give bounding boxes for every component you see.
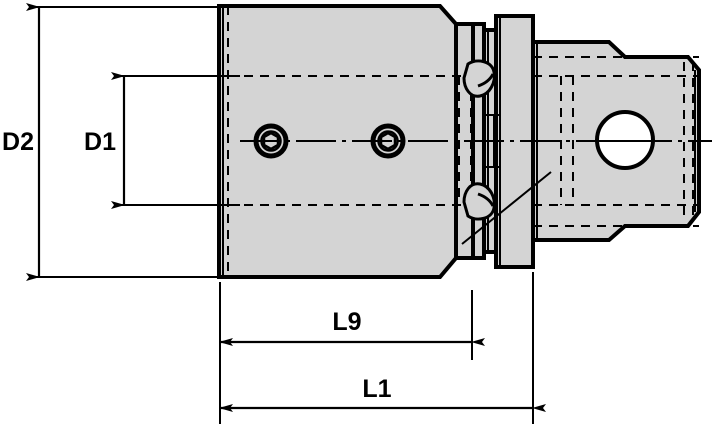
flange-disc-outline — [494, 14, 535, 269]
screw-hex-socket-right — [379, 131, 397, 151]
screw-inner-ring-right — [377, 130, 399, 152]
main-body-fill — [219, 6, 456, 277]
dimension-label-l9: L9 — [332, 308, 361, 336]
dimension-label-d2: D2 — [2, 128, 34, 156]
clamp-pocket-top — [462, 59, 496, 98]
screw-outer-ring-left — [253, 123, 289, 159]
clamp-pocket-bottom-shadow — [477, 192, 495, 207]
clamp-pocket-bottom — [462, 182, 496, 221]
screw-outer-ring-right — [370, 123, 406, 159]
dimension-label-d1: D1 — [84, 128, 116, 156]
extension-lines-group — [30, 6, 534, 424]
flange-disc-fill — [496, 16, 533, 267]
screw-hex-socket-left — [262, 131, 280, 151]
groove-leader-line — [461, 171, 552, 245]
hex-socket-screw-left — [253, 123, 289, 159]
clamp-pocket-group — [462, 59, 496, 221]
clamp-pocket-top-shadow — [477, 73, 495, 88]
screw-inner-ring-left — [260, 130, 282, 152]
hex-socket-screw-right — [370, 123, 406, 159]
dimension-lines-group — [26, 3, 546, 412]
dimension-label-l1: L1 — [362, 375, 391, 403]
